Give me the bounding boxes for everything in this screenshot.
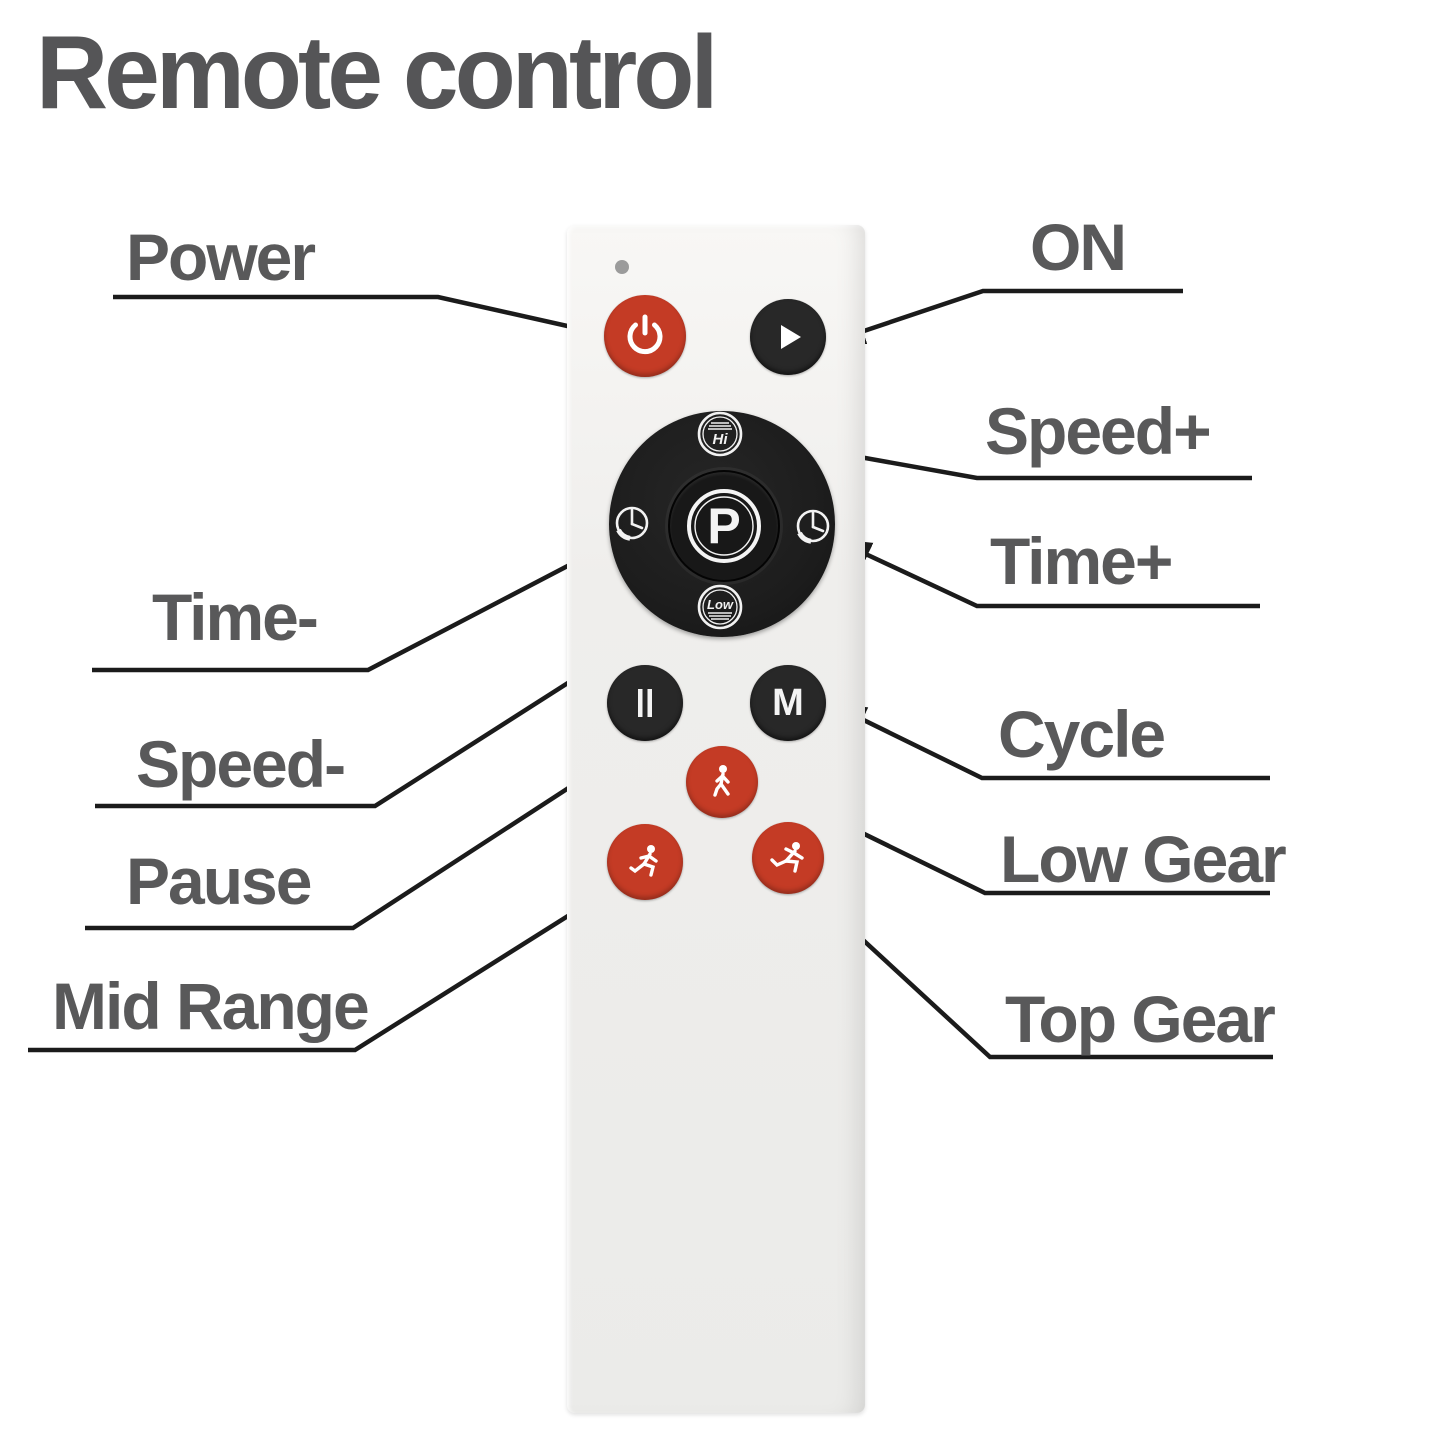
- label-speed-minus: Speed-: [136, 727, 346, 801]
- label-low-gear: Low Gear: [1000, 822, 1287, 896]
- mid-range-button[interactable]: [607, 824, 683, 900]
- status-led: [615, 260, 629, 274]
- label-time-minus: Time-: [152, 580, 319, 654]
- time-plus-button[interactable]: [791, 504, 835, 548]
- low-gear-button[interactable]: [686, 746, 758, 818]
- arrow-on: [826, 288, 1183, 344]
- power-icon: [627, 314, 663, 355]
- play-icon: [781, 325, 801, 349]
- label-mid-range: Mid Range: [52, 969, 370, 1043]
- svg-text:P: P: [707, 498, 740, 554]
- clock-icon: [796, 509, 830, 544]
- clock-icon: [615, 506, 649, 541]
- remote-body: Hi Low: [567, 225, 865, 1413]
- speed-plus-button[interactable]: Hi: [697, 411, 743, 457]
- pause-button[interactable]: [607, 665, 683, 741]
- page-title: Remote control: [36, 15, 718, 131]
- sprinting-person-icon: [770, 842, 804, 873]
- dpad: Hi Low: [609, 411, 835, 637]
- label-time-plus: Time+: [990, 524, 1173, 598]
- label-power: Power: [126, 220, 316, 294]
- pause-icon: [638, 689, 652, 717]
- hi-fan-speed-icon: Hi: [697, 411, 743, 457]
- svg-text:Hi: Hi: [713, 431, 729, 448]
- top-gear-button[interactable]: [752, 822, 824, 894]
- label-on: ON: [1030, 210, 1127, 284]
- label-top-gear: Top Gear: [1005, 982, 1276, 1056]
- running-person-icon: [629, 845, 658, 877]
- power-button[interactable]: [604, 295, 686, 377]
- label-pause: Pause: [126, 844, 312, 918]
- center-p-button[interactable]: P: [668, 470, 780, 582]
- cycle-mode-button[interactable]: M: [750, 665, 826, 741]
- time-minus-button[interactable]: [610, 501, 654, 545]
- low-fan-speed-icon: Low: [697, 584, 743, 630]
- svg-text:Low: Low: [707, 597, 734, 612]
- p-logo-icon: P: [687, 489, 761, 563]
- arrow-power: [113, 294, 611, 341]
- label-cycle: Cycle: [998, 697, 1166, 771]
- mode-label: M: [772, 681, 804, 724]
- on-button[interactable]: [750, 299, 826, 375]
- speed-minus-button[interactable]: Low: [697, 584, 743, 630]
- walking-person-icon: [713, 765, 730, 797]
- label-speed-plus: Speed+: [985, 394, 1212, 468]
